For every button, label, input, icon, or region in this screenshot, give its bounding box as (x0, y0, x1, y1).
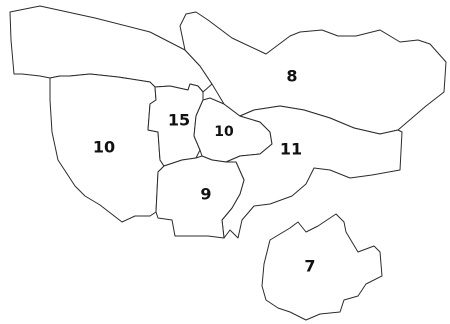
region-south[interactable] (155, 155, 245, 239)
region-label-north: 8 (286, 67, 297, 86)
region-label-north-center: 15 (168, 111, 190, 130)
region-label-south: 9 (200, 185, 211, 204)
region-east[interactable] (221, 105, 403, 239)
region-label-center: 10 (214, 124, 234, 140)
region-label-west: 10 (93, 138, 115, 157)
region-label-east: 11 (280, 140, 302, 159)
region-label-southeast: 7 (304, 257, 315, 276)
region-southeast[interactable] (261, 213, 383, 321)
